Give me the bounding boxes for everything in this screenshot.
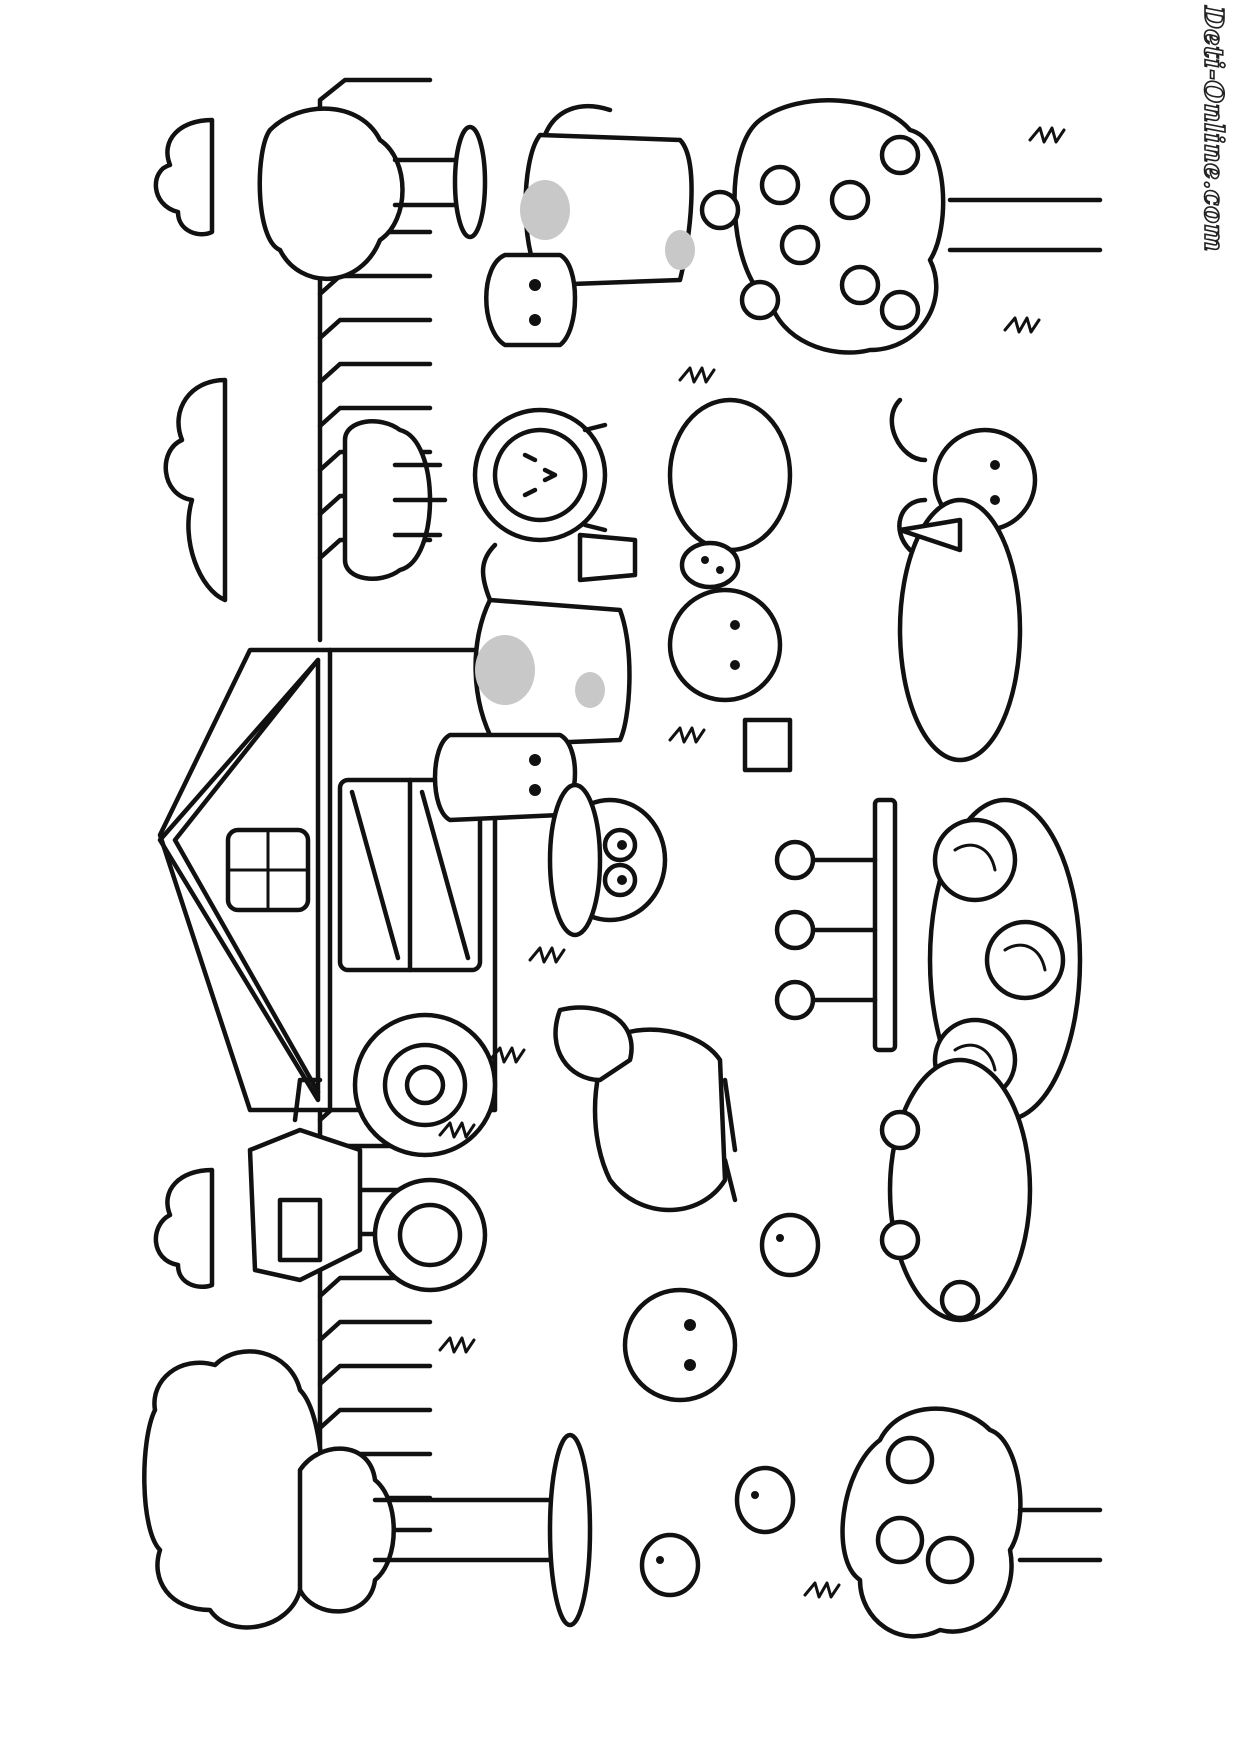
farmer-with-hat — [547, 782, 668, 938]
cow-top — [484, 104, 695, 348]
grass-tuft — [438, 1121, 476, 1139]
grass-tuft — [488, 1046, 526, 1064]
cloud-lower — [153, 1167, 215, 1290]
grass-tuft — [528, 946, 566, 964]
carrot-patch — [897, 497, 1023, 763]
fence-picket — [317, 405, 433, 429]
grass-tuft — [803, 1581, 841, 1599]
watermark-text: Deti-Online.com — [1197, 5, 1229, 252]
grass-tufts — [438, 126, 1066, 1599]
fence-picket — [317, 361, 433, 385]
apple — [879, 289, 921, 331]
apple — [759, 164, 801, 206]
tree-bottom-left — [142, 1349, 593, 1630]
flower-tree — [840, 1406, 1103, 1639]
apple — [739, 279, 781, 321]
tree-top-left — [257, 106, 488, 282]
tree-flower — [925, 1535, 975, 1585]
cow-middle — [432, 542, 632, 823]
chick-2 — [734, 1465, 796, 1535]
apple — [829, 179, 871, 221]
fence-picket — [317, 317, 433, 341]
tree-flower — [885, 1435, 935, 1485]
grass-tuft — [1028, 126, 1066, 144]
chick-1 — [759, 1212, 821, 1278]
grass-tuft — [438, 1336, 476, 1354]
apple — [699, 189, 741, 231]
grass-tuft — [678, 366, 716, 384]
apple-tree — [699, 98, 1103, 355]
fence-picket — [317, 1363, 433, 1387]
apple — [839, 264, 881, 306]
fence-picket — [317, 1407, 433, 1431]
grass-tuft — [1003, 316, 1041, 334]
sheep — [472, 407, 638, 583]
tulip-bed — [774, 797, 898, 1053]
horse — [553, 1005, 738, 1213]
apple — [879, 134, 921, 176]
pig — [667, 397, 793, 590]
chick-3 — [639, 1532, 701, 1598]
tomato-patch — [879, 1057, 1033, 1323]
fence-picket — [317, 1319, 433, 1343]
gardener-character — [667, 587, 793, 773]
bush-top — [342, 419, 448, 581]
tree-flower — [875, 1515, 925, 1565]
cloud-middle — [163, 377, 228, 603]
watermark: Deti-Online.com — [1197, 5, 1229, 252]
grass-tuft — [668, 726, 706, 744]
apple — [779, 224, 821, 266]
tractor — [247, 1012, 498, 1293]
cloud-top — [153, 117, 215, 237]
baby-character — [622, 1287, 738, 1403]
